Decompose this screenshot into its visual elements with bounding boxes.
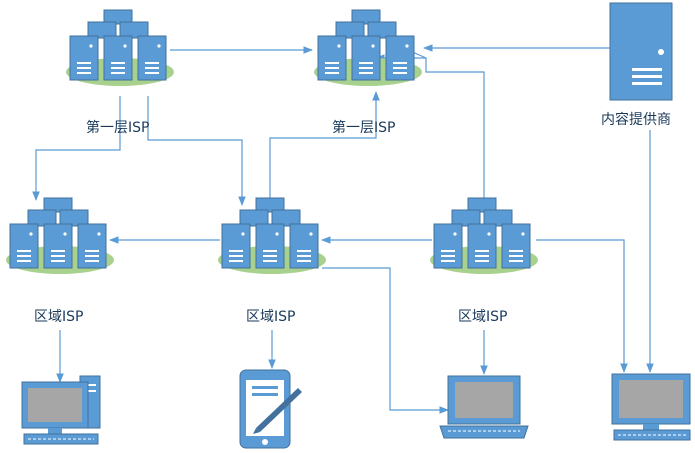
laptop-icon: [439, 375, 529, 439]
monitor-icon: [611, 373, 691, 441]
server-tower-icon: [609, 2, 673, 101]
label-regional-isp-right: 区域ISP: [458, 309, 507, 325]
link-regional-right-to-tier1-right: [407, 49, 485, 198]
server-cluster-icon: [314, 10, 422, 86]
link-regional-middle-to-tier1-right: [269, 91, 380, 200]
label-content-provider: 内容提供商: [601, 111, 671, 128]
label-tier1-isp-left: 第一层ISP: [86, 119, 149, 136]
tablet-stylus-icon: [239, 369, 302, 449]
link-tier1-left-to-regional-middle: [147, 96, 246, 206]
desktop-computer-icon: [21, 375, 101, 445]
label-tier1-isp-right: 第一层ISP: [332, 119, 395, 136]
label-regional-isp-left: 区域ISP: [34, 309, 83, 325]
server-cluster-icon: [218, 198, 326, 274]
link-regional-middle-to-laptop: [322, 267, 449, 414]
link-tier1-left-to-regional-left: [32, 96, 121, 201]
server-cluster-icon: [66, 10, 174, 86]
server-cluster-icon: [430, 198, 538, 274]
connection-lines: [32, 44, 654, 414]
label-regional-isp-middle: 区域ISP: [246, 309, 295, 325]
link-regional-right-to-monitor: [536, 239, 628, 373]
server-cluster-icon: [6, 198, 114, 274]
